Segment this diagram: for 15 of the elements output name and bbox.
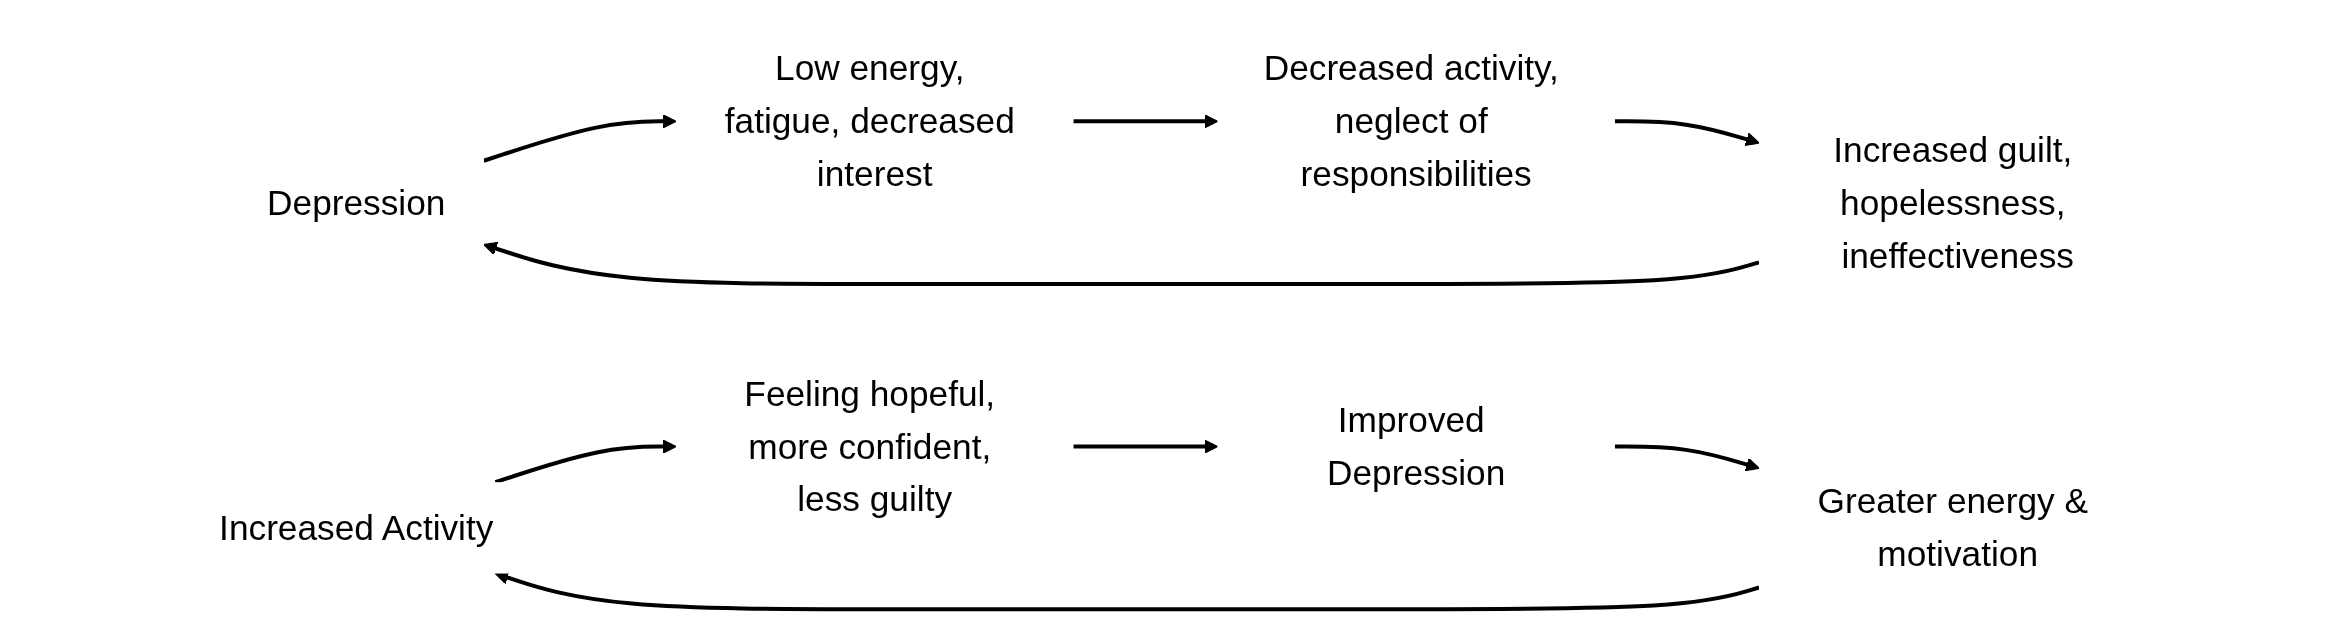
arrow [483, 241, 1760, 286]
arrow [1073, 114, 1219, 129]
node-text: Depression [267, 182, 446, 223]
node-text: Increased Activity [219, 507, 494, 548]
node-text: Low energy, fatigue, decreased interest [724, 48, 1015, 195]
arrow [1614, 119, 1760, 147]
node-text: Greater energy & motivation [1817, 481, 2088, 575]
node-text: Increased guilt, hopelessness, ineffectiveness [1833, 129, 2074, 276]
arrow [1073, 439, 1219, 454]
node-text: Feeling hopeful, more confident, less guilty [744, 373, 996, 520]
node-text: Decreased activity, neglect of responsibilities [1263, 48, 1559, 195]
node-text: Improved Depression [1327, 400, 1506, 494]
arrow [494, 439, 677, 485]
arrow [1614, 444, 1760, 472]
arrow [483, 114, 677, 163]
